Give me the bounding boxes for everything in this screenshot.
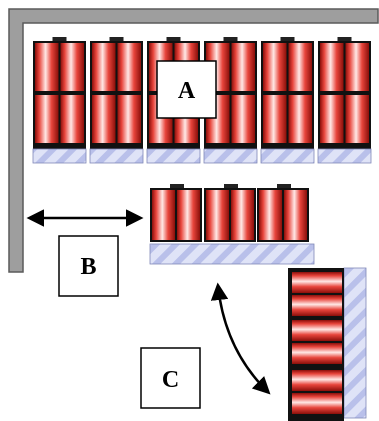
- cylinder: [292, 343, 342, 364]
- cylinder: [92, 95, 116, 143]
- cylinder: [320, 43, 344, 91]
- base-plate: [317, 148, 372, 164]
- cylinder: [263, 95, 287, 143]
- cylinder: [263, 43, 287, 91]
- base-plate: [149, 243, 315, 265]
- base-plate: [146, 148, 201, 164]
- cylinder: [292, 320, 342, 341]
- cylinder: [206, 190, 229, 240]
- cylinder: [117, 43, 141, 91]
- base-plate: [260, 148, 315, 164]
- cylinder: [288, 43, 312, 91]
- cylinder: [92, 43, 116, 91]
- group-b-rack: [204, 184, 256, 242]
- cylinder: [259, 190, 282, 240]
- cylinder: [292, 272, 342, 293]
- base-plate: [32, 148, 87, 164]
- label-b: B: [80, 254, 96, 280]
- label-a: A: [178, 78, 196, 104]
- cylinder: [60, 43, 84, 91]
- cylinder: [284, 190, 307, 240]
- cylinder: [231, 190, 254, 240]
- group-a-rack: [89, 37, 144, 164]
- rack-group-c: [288, 267, 367, 421]
- group-a-rack: [260, 37, 315, 164]
- cylinder: [60, 95, 84, 143]
- curved-double-arrow-icon: [210, 282, 271, 395]
- group-c-rack: [292, 370, 342, 414]
- cylinder: [35, 43, 59, 91]
- base-plate: [89, 148, 144, 164]
- cylinder: [152, 190, 175, 240]
- label-b-box: B: [58, 235, 119, 297]
- group-c-rack: [292, 320, 342, 364]
- cylinder: [231, 43, 255, 91]
- cylinder: [177, 190, 200, 240]
- group-c-rack: [292, 272, 342, 316]
- group-b-rack: [257, 184, 309, 242]
- wall-outline: [8, 8, 379, 273]
- rack-group-b: [149, 184, 315, 265]
- cylinder: [288, 95, 312, 143]
- label-c-box: C: [140, 347, 201, 409]
- base-plate: [343, 267, 367, 419]
- cylinder: [345, 43, 369, 91]
- label-a-box: A: [156, 60, 217, 119]
- cylinder: [117, 95, 141, 143]
- cylinder: [292, 370, 342, 391]
- label-c: C: [162, 367, 179, 393]
- group-a-rack: [317, 37, 372, 164]
- cylinder: [292, 295, 342, 316]
- cylinder: [320, 95, 344, 143]
- cylinder: [292, 393, 342, 414]
- cylinder: [231, 95, 255, 143]
- group-b-rack: [150, 184, 202, 242]
- group-a-rack: [32, 37, 87, 164]
- base-plate: [203, 148, 258, 164]
- cylinder: [35, 95, 59, 143]
- cylinder: [345, 95, 369, 143]
